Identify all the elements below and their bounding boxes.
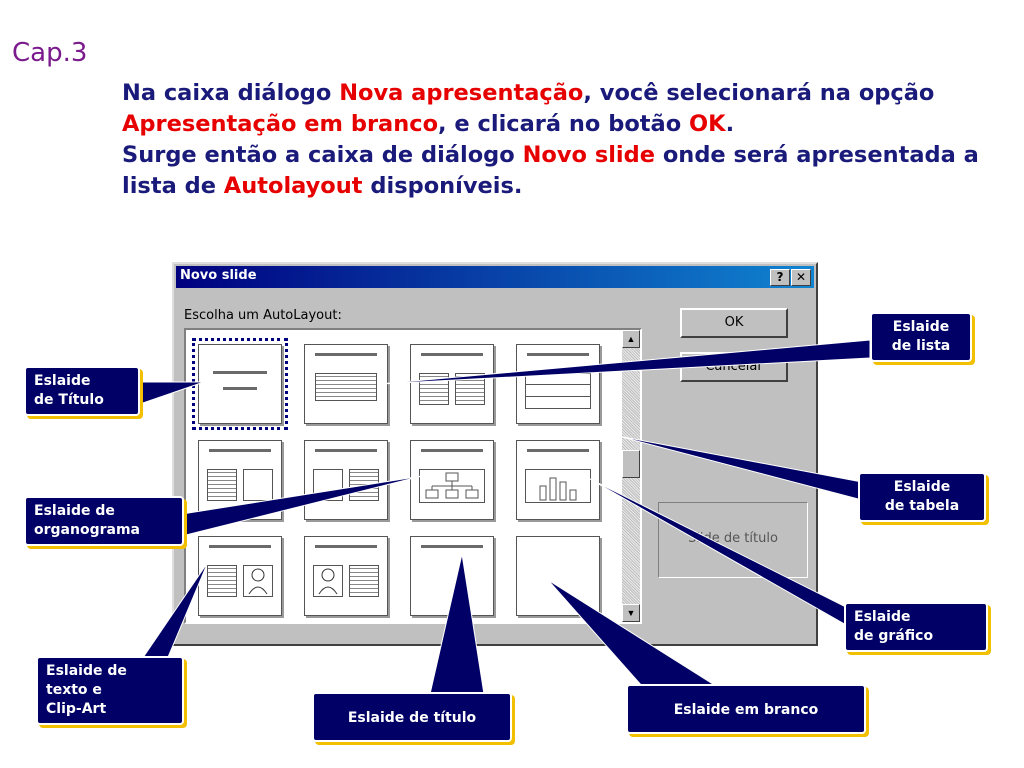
text-placeholder-shape <box>349 565 379 597</box>
clipart-shape <box>313 565 343 597</box>
org-chart-shape <box>419 469 485 503</box>
callout-blank-slide: Eslaide em branco <box>626 684 866 734</box>
scroll-thumb[interactable] <box>622 450 640 478</box>
callout-chart-slide: Eslaide de gráfico <box>844 602 988 652</box>
org-chart-icon <box>425 472 479 499</box>
title-bar-shape <box>209 449 271 452</box>
intro-text-part: disponíveis. <box>362 173 523 199</box>
callout-line: de gráfico <box>854 628 934 644</box>
clipart-shape <box>243 565 273 597</box>
autolayout-list[interactable]: ▲ ▼ <box>184 328 642 624</box>
dialog-title: Novo slide <box>180 268 257 283</box>
close-button[interactable]: ✕ <box>791 269 811 286</box>
intro-highlight: OK <box>689 111 726 137</box>
callout-title-slide: Eslaide de Título <box>24 366 140 416</box>
callout-line: Eslaide de <box>46 663 127 679</box>
help-button[interactable]: ? <box>770 269 790 286</box>
title-bar-shape <box>421 353 483 356</box>
layout-clipart-and-text[interactable] <box>304 536 388 616</box>
title-bar-shape <box>527 353 589 356</box>
intro-text-part: , você selecionará na opção <box>583 80 935 106</box>
table-shape <box>525 373 591 409</box>
bar-chart-icon <box>539 477 577 501</box>
title-bar-shape <box>315 353 377 356</box>
subtitle-bar-shape <box>223 387 257 390</box>
callout-line: Eslaide <box>893 479 951 495</box>
layout-organization-chart[interactable] <box>410 440 494 520</box>
callout-line: texto e <box>46 682 102 698</box>
pointer-title-only-slide <box>429 553 485 695</box>
person-icon <box>248 568 268 595</box>
layout-text-and-clipart[interactable] <box>198 536 282 616</box>
callout-line: Clip-Art <box>46 701 107 717</box>
title-bar-shape <box>421 545 483 548</box>
new-slide-dialog: Novo slide ? ✕ Escolha um AutoLayout: <box>172 262 818 646</box>
layout-chart[interactable] <box>516 440 600 520</box>
intro-paragraph-1: Na caixa diálogo Nova apresentação, você… <box>122 78 1002 140</box>
text-placeholder-shape <box>207 469 237 501</box>
title-bar-shape <box>527 449 589 452</box>
callout-line: Eslaide em branco <box>673 702 819 718</box>
layout-chart-and-text[interactable] <box>304 440 388 520</box>
text-placeholder-shape <box>207 565 237 597</box>
layout-preview: Slide de título <box>658 502 808 578</box>
pointer-title-slide <box>139 381 205 405</box>
title-bar-shape <box>421 449 483 452</box>
callout-title-only-slide: Eslaide de título <box>312 692 512 742</box>
chart-shape <box>525 469 591 503</box>
intro-paragraph-2: Surge então a caixa de diálogo Novo slid… <box>122 140 1002 202</box>
intro-highlight: Autolayout <box>223 173 363 199</box>
intro-text-part: . <box>725 111 735 137</box>
title-bar-shape <box>209 545 271 548</box>
callout-line: de lista <box>891 338 951 354</box>
pointer-chart-slide <box>587 477 849 627</box>
intro-text-part: Na caixa diálogo <box>122 80 340 106</box>
layout-two-column-text[interactable] <box>410 344 494 424</box>
callout-line: Eslaide <box>34 373 91 389</box>
callout-org-slide: Eslaide de organograma <box>24 496 184 546</box>
text-placeholder-shape <box>315 373 377 401</box>
intro-text-part: onde será apresentada a lista de <box>122 142 979 199</box>
layout-blank[interactable] <box>516 536 600 616</box>
ok-button[interactable]: OK <box>680 308 788 338</box>
dialog-titlebar[interactable]: Novo slide ? ✕ <box>176 266 814 288</box>
intro-highlight: Apresentação em branco <box>122 111 439 137</box>
intro-text-part: , e clicará no botão <box>438 111 690 137</box>
callout-line: organograma <box>34 522 140 538</box>
callout-line: Eslaide de <box>34 503 115 519</box>
intro-highlight: Nova apresentação <box>339 80 584 106</box>
intro-text-part: Surge então a caixa de diálogo <box>122 142 523 168</box>
title-bar-shape <box>315 545 377 548</box>
intro-text: Na caixa diálogo Nova apresentação, você… <box>122 78 1002 202</box>
scroll-up-button[interactable]: ▲ <box>622 330 640 348</box>
title-bar-shape <box>213 371 267 374</box>
chapter-label: Cap.3 <box>12 38 88 68</box>
title-bar-shape <box>315 449 377 452</box>
callout-text-clipart-slide: Eslaide de texto e Clip-Art <box>36 656 184 725</box>
callout-line: Eslaide <box>854 609 911 625</box>
pointer-org-slide <box>181 475 423 537</box>
callout-line: Eslaide de título <box>347 710 477 726</box>
pointer-blank-slide <box>547 579 718 687</box>
callout-line: de tabela <box>884 498 960 514</box>
autolayout-scrollbar[interactable]: ▲ ▼ <box>622 330 640 622</box>
layout-title-slide[interactable] <box>192 338 288 430</box>
autolayout-prompt: Escolha um AutoLayout: <box>184 308 342 323</box>
person-icon <box>318 568 338 595</box>
chart-shape <box>243 469 273 501</box>
pointer-list-slide <box>379 339 871 385</box>
callout-line: de Título <box>34 392 104 408</box>
callout-table-slide: Eslaide de tabela <box>858 472 986 522</box>
callout-line: Eslaide <box>892 319 950 335</box>
scroll-down-button[interactable]: ▼ <box>622 604 640 622</box>
pointer-text-clipart-slide <box>139 561 209 663</box>
layout-table[interactable] <box>516 344 600 424</box>
intro-highlight: Novo slide <box>522 142 656 168</box>
callout-list-slide: Eslaide de lista <box>870 312 972 362</box>
pointer-table-slide <box>617 435 863 501</box>
